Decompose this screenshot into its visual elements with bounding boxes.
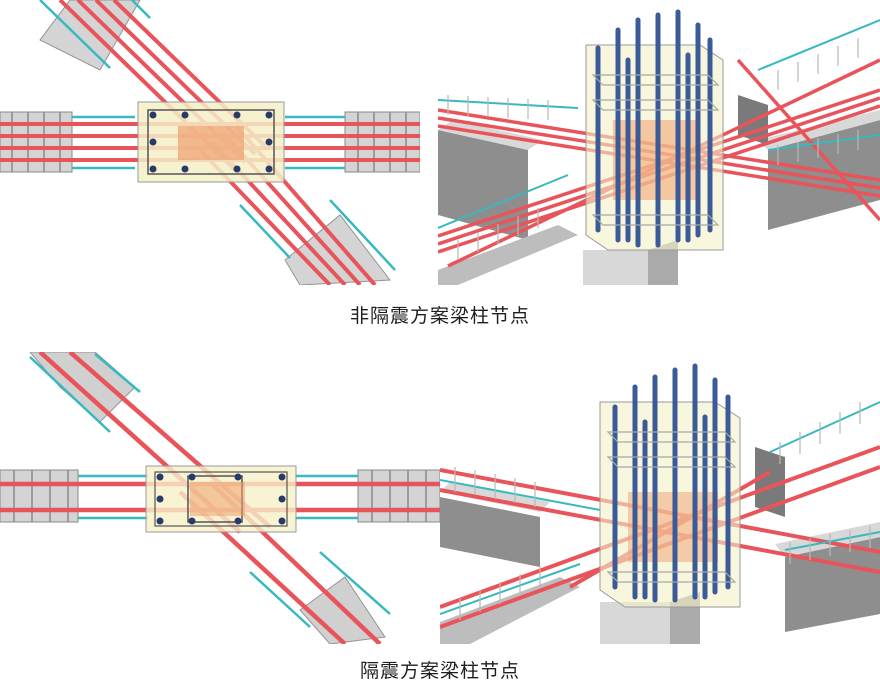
diagonal-beam-upper-left bbox=[39, 0, 267, 172]
bottom-plan-view-panel bbox=[0, 352, 440, 644]
bottom-plan-view-drawing bbox=[0, 352, 440, 644]
column bbox=[599, 363, 741, 608]
column-section bbox=[137, 101, 285, 183]
bottom-isometric-drawing bbox=[440, 363, 880, 644]
top-plan-view-panel bbox=[0, 0, 420, 285]
left-horizontal-beam bbox=[0, 469, 79, 523]
column bbox=[585, 9, 724, 251]
diagonal-beam-lower-right bbox=[178, 480, 391, 644]
column-section bbox=[145, 465, 297, 533]
top-plan-view-drawing bbox=[0, 0, 420, 285]
top-isometric-drawing bbox=[438, 9, 880, 285]
right-horizontal-beam bbox=[344, 111, 420, 173]
left-horizontal-beam bbox=[0, 111, 73, 173]
bottom-isometric-panel bbox=[440, 352, 880, 644]
bottom-caption: 隔震方案梁柱节点 bbox=[359, 660, 520, 682]
right-horizontal-beam bbox=[357, 469, 440, 523]
top-isometric-panel bbox=[438, 0, 880, 285]
top-caption: 非隔震方案梁柱节点 bbox=[349, 305, 530, 327]
